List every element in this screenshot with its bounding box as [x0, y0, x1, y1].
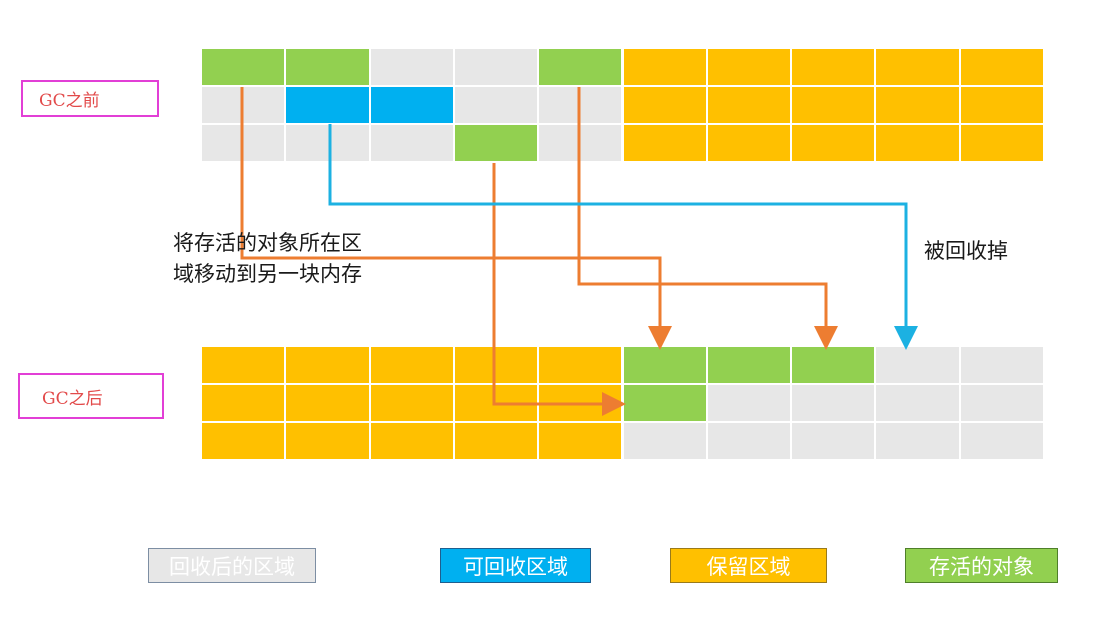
- after-cell-retained: [454, 347, 538, 383]
- after-cell-live: [792, 347, 875, 383]
- move-note-line-2: 域移动到另一块内存: [173, 262, 362, 286]
- after-cell-empty: [876, 423, 959, 459]
- after-cell-empty: [876, 385, 959, 421]
- before-cell-empty: [454, 49, 538, 85]
- legend-reclaimable: 可回收区域: [440, 548, 591, 583]
- before-cell-retained: [876, 87, 959, 123]
- before-cell-retained: [792, 49, 875, 85]
- after-cell-empty: [707, 423, 791, 459]
- before-cell-retained: [876, 49, 959, 85]
- before-cell-retained: [707, 49, 791, 85]
- after-cell-live: [623, 385, 706, 421]
- after-cell-empty: [960, 423, 1043, 459]
- before-cell-empty: [370, 49, 453, 85]
- after-cell-empty: [792, 423, 875, 459]
- before-cell-retained: [960, 87, 1043, 123]
- before-cell-retained: [623, 125, 706, 161]
- after-cell-empty: [707, 385, 791, 421]
- move-note-line-1: 将存活的对象所在区: [173, 231, 362, 255]
- legend-live: 存活的对象: [905, 548, 1058, 583]
- move-arrow-1: [240, 87, 672, 350]
- before-cell-retained: [960, 125, 1043, 161]
- before-cell-live: [286, 49, 369, 85]
- before-cell-empty: [454, 87, 538, 123]
- after-cell-empty: [876, 347, 959, 383]
- move-arrow-2: [577, 87, 838, 350]
- before-cell-retained: [707, 125, 791, 161]
- before-cell-live: [202, 49, 285, 85]
- move-arrow-3: [492, 163, 626, 416]
- before-cell-reclaimable: [286, 87, 369, 123]
- gc-after-grid: [202, 347, 1045, 461]
- after-cell-retained: [286, 385, 369, 421]
- before-cell-empty: [286, 125, 369, 161]
- reclaim-arrow: [328, 124, 918, 350]
- after-cell-retained: [202, 423, 285, 459]
- before-cell-retained: [960, 49, 1043, 85]
- after-cell-retained: [286, 423, 369, 459]
- gc-before-grid: [202, 49, 1045, 163]
- before-cell-live: [539, 49, 622, 85]
- after-cell-live: [707, 347, 791, 383]
- legend-reclaimed: 回收后的区域: [148, 548, 316, 583]
- gc-after-label: GC之后: [18, 373, 164, 419]
- after-cell-retained: [539, 423, 622, 459]
- before-cell-retained: [876, 125, 959, 161]
- after-cell-retained: [454, 423, 538, 459]
- gc-before-label: GC之前: [21, 80, 159, 117]
- after-cell-retained: [286, 347, 369, 383]
- after-cell-retained: [202, 347, 285, 383]
- after-cell-empty: [792, 385, 875, 421]
- move-note: 将存活的对象所在区 域移动到另一块内存: [173, 228, 362, 290]
- reclaim-note: 被回收掉: [924, 239, 1008, 263]
- before-cell-reclaimable: [370, 87, 453, 123]
- after-cell-retained: [202, 385, 285, 421]
- after-cell-retained: [539, 347, 622, 383]
- after-cell-empty: [623, 423, 706, 459]
- after-cell-empty: [960, 385, 1043, 421]
- after-cell-retained: [370, 347, 453, 383]
- before-cell-retained: [792, 125, 875, 161]
- after-cell-retained: [370, 385, 453, 421]
- after-cell-retained: [370, 423, 453, 459]
- before-cell-retained: [707, 87, 791, 123]
- legend-retained: 保留区域: [670, 548, 827, 583]
- before-cell-retained: [623, 49, 706, 85]
- after-cell-empty: [960, 347, 1043, 383]
- before-cell-retained: [792, 87, 875, 123]
- after-cell-live: [623, 347, 706, 383]
- before-cell-empty: [370, 125, 453, 161]
- before-cell-live: [454, 125, 538, 161]
- before-cell-retained: [623, 87, 706, 123]
